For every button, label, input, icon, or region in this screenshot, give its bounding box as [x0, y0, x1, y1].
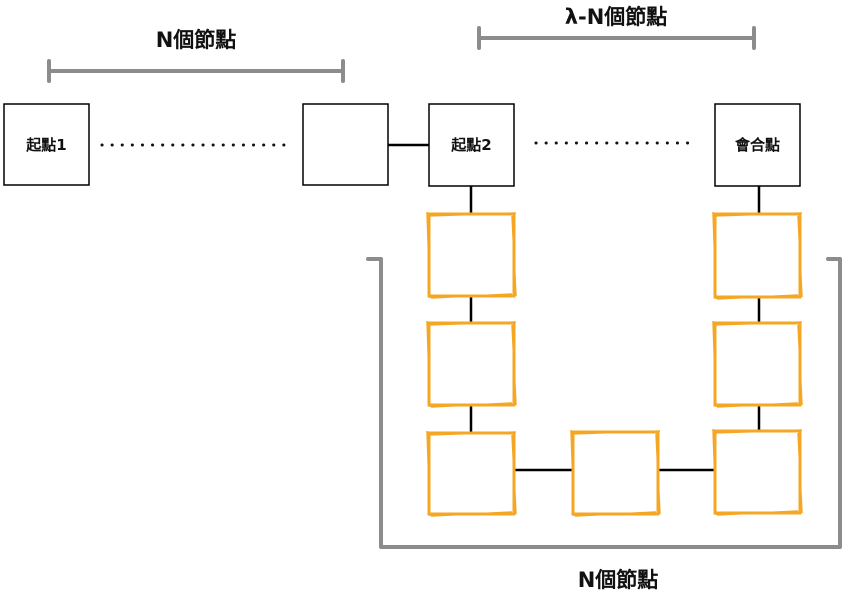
cycle-node-3 — [426, 430, 517, 517]
bottom-bracket — [366, 257, 842, 549]
cycle-nodes — [426, 211, 803, 517]
node-start1-label: 起點1 — [25, 136, 66, 154]
edges — [388, 143, 761, 472]
node-start2-label: 起點2 — [450, 136, 491, 154]
bottom-bracket-label: N個節點 — [578, 568, 659, 592]
cycle-node-4 — [570, 429, 661, 517]
node-meeting-label: 會合點 — [735, 136, 780, 154]
node-start1: 起點1 — [3, 103, 90, 186]
node-meeting-point: 會合點 — [714, 103, 801, 187]
top-right-bracket — [477, 26, 756, 50]
cycle-node-1 — [426, 211, 517, 299]
cycle-node-7 — [712, 211, 803, 300]
cycle-node-6 — [712, 320, 803, 408]
top-left-bracket-label: N個節點 — [156, 28, 237, 52]
node-unlabeled — [302, 103, 389, 186]
top-left-bracket — [47, 59, 345, 83]
cycle-node-2 — [426, 320, 517, 408]
node-start2: 起點2 — [428, 103, 515, 187]
top-right-bracket-label: λ-N個節點 — [565, 5, 668, 29]
cycle-node-5 — [712, 428, 803, 516]
